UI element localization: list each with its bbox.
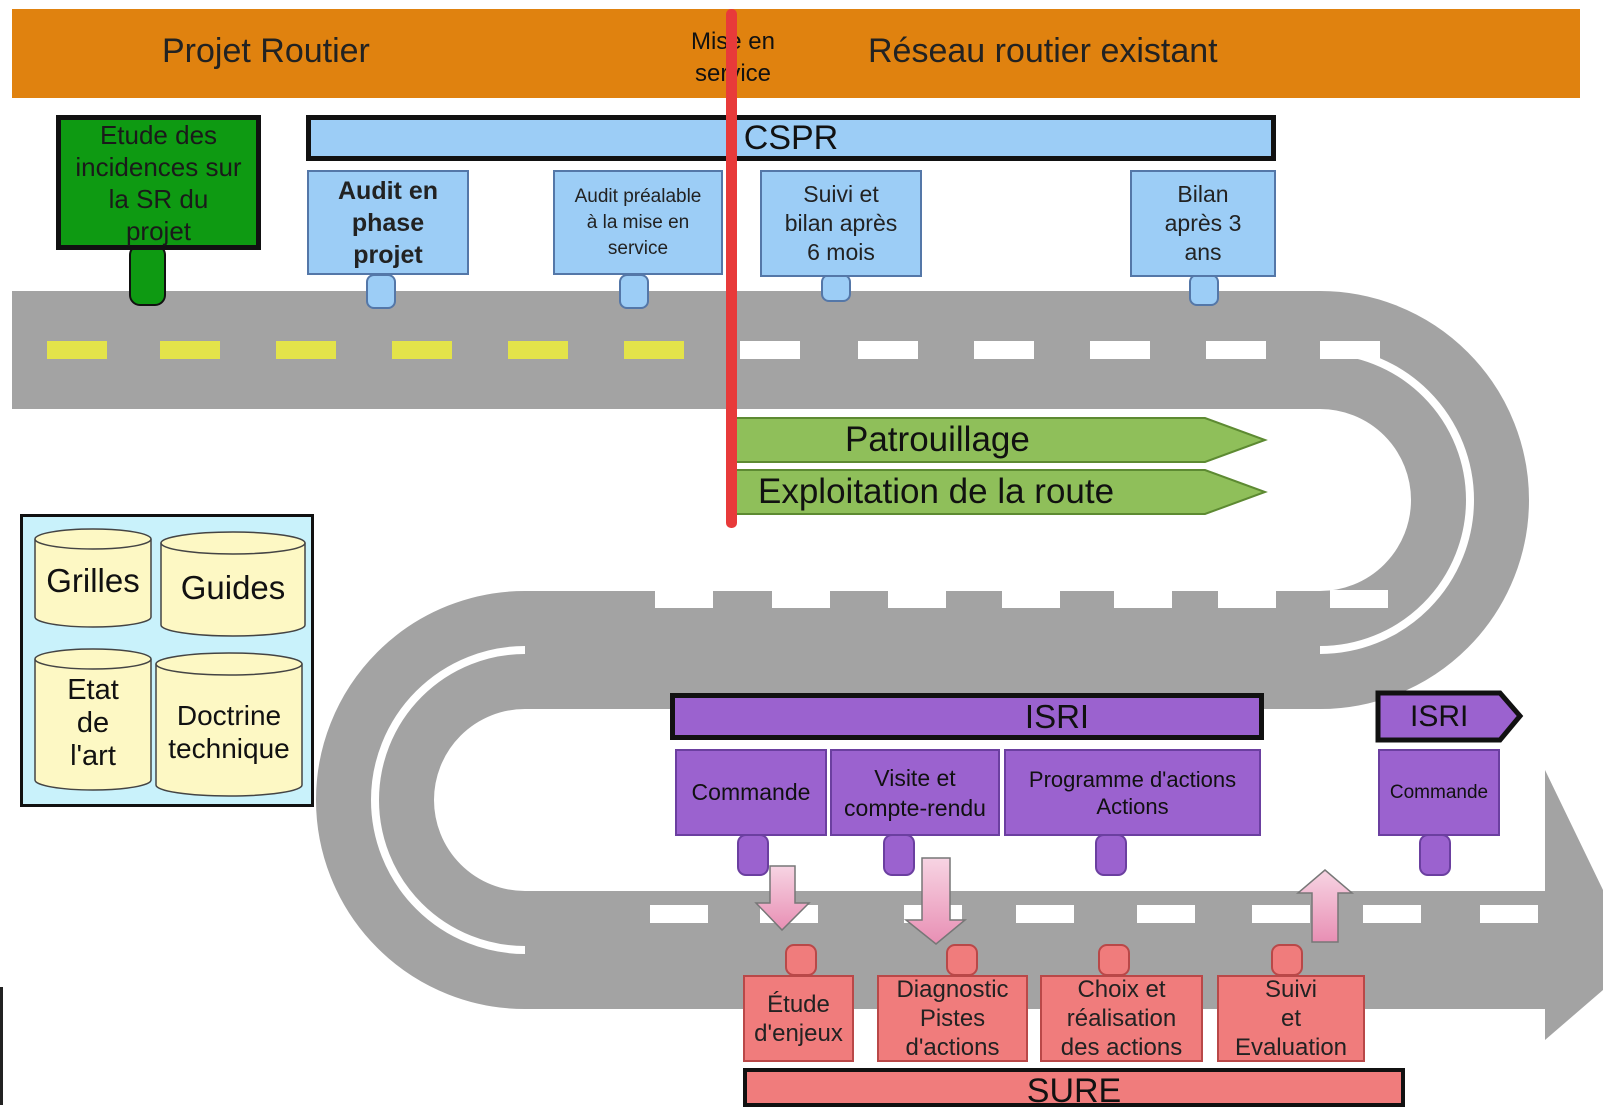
pink-arrow-up bbox=[1295, 869, 1355, 943]
sure-stage-1: Étude d'enjeux bbox=[743, 975, 854, 1062]
lane-dash-existing-0 bbox=[740, 341, 800, 359]
pink-pin-2 bbox=[946, 944, 978, 976]
sure-stage-3: Choix et réalisation des actions bbox=[1040, 975, 1203, 1062]
road-curve-stripe bbox=[1319, 346, 1474, 654]
isri-second-stage: Commande bbox=[1378, 749, 1500, 836]
pink-arrow-down-2 bbox=[903, 857, 968, 945]
isri-second-arrow bbox=[1375, 690, 1524, 743]
lane-dash-project-5 bbox=[624, 341, 684, 359]
legend-grilles: Grilles bbox=[46, 562, 140, 599]
purple-pin-4 bbox=[1419, 834, 1451, 876]
isri-second-label: ISRI bbox=[1410, 700, 1469, 733]
header-band bbox=[12, 9, 1580, 98]
blue-pin-4 bbox=[1189, 274, 1219, 306]
cspr-stage-1: Audit en phase projet bbox=[307, 170, 469, 275]
cylinder-doctrine bbox=[155, 664, 303, 797]
lane-dash-existing-1 bbox=[858, 341, 918, 359]
lane-dash-existing-3 bbox=[1090, 341, 1150, 359]
milestone-line bbox=[726, 9, 737, 528]
isri-stage-3: Programme d'actions Actions bbox=[1004, 749, 1261, 836]
legend-doctrine: Doctrine technique bbox=[168, 700, 290, 764]
cspr-stage-4: Bilan après 3 ans bbox=[1130, 170, 1276, 277]
pink-pin-3 bbox=[1098, 944, 1130, 976]
lane-dash-project-4 bbox=[508, 341, 568, 359]
lane-dash-middle-6 bbox=[1330, 590, 1388, 608]
lane-dash-middle-1 bbox=[772, 590, 830, 608]
lane-dash-project-1 bbox=[160, 341, 220, 359]
lane-dash-project-2 bbox=[276, 341, 336, 359]
lane-dash-middle-2 bbox=[888, 590, 946, 608]
cylinder-etat-de-lart bbox=[34, 659, 152, 791]
sure-stage-4: Suivi et Evaluation bbox=[1217, 975, 1365, 1062]
header-right-label: Réseau routier existant bbox=[868, 32, 1218, 70]
cspr-stage-2: Audit préalable à la mise en service bbox=[553, 170, 723, 275]
green-pin bbox=[129, 244, 166, 306]
header-left-label: Projet Routier bbox=[162, 32, 370, 70]
lane-dash-bottom-3 bbox=[1016, 905, 1074, 923]
cylinder-grilles bbox=[34, 539, 152, 628]
lane-dash-project-3 bbox=[392, 341, 452, 359]
sure-bar: SURE bbox=[743, 1068, 1405, 1110]
pink-pin-4 bbox=[1271, 944, 1303, 976]
purple-pin-2 bbox=[883, 834, 915, 876]
cspr-bar: CSPR bbox=[306, 115, 1276, 161]
cspr-stage-3: Suivi et bilan après 6 mois bbox=[760, 170, 922, 277]
legend-cylinders bbox=[34, 528, 306, 797]
patrouillage-label: Patrouillage bbox=[845, 420, 1030, 459]
lane-dash-middle-3 bbox=[1002, 590, 1060, 608]
legend-etat-de-lart: Etat de l'art bbox=[67, 674, 119, 772]
sure-stage-2: Diagnostic Pistes d'actions bbox=[877, 975, 1028, 1062]
lane-dash-bottom-6 bbox=[1363, 905, 1421, 923]
blue-pin-2 bbox=[619, 274, 649, 309]
pink-arrow-down-1 bbox=[754, 865, 811, 932]
blue-pin-3 bbox=[821, 274, 851, 302]
isri-bar: ISRI bbox=[670, 693, 1264, 740]
pink-pin-1 bbox=[785, 944, 817, 976]
lane-dash-bottom-7 bbox=[1480, 905, 1538, 923]
road-curve-stripe-2 bbox=[371, 646, 526, 954]
lane-dash-middle-0 bbox=[655, 590, 713, 608]
cylinder-guides bbox=[160, 543, 306, 637]
lane-dash-existing-5 bbox=[1320, 341, 1380, 359]
lane-dash-existing-4 bbox=[1206, 341, 1266, 359]
green-study-box: Etude des incidences sur la SR du projet bbox=[56, 115, 261, 250]
lane-dash-bottom-0 bbox=[650, 905, 708, 923]
isri-stage-1: Commande bbox=[675, 749, 827, 836]
lane-dash-project-0 bbox=[47, 341, 107, 359]
blue-pin-1 bbox=[366, 274, 396, 309]
lane-dash-bottom-4 bbox=[1137, 905, 1195, 923]
legend-guides: Guides bbox=[180, 569, 286, 606]
legend-panel: Grilles Guides Etat de l'art Doctrine te… bbox=[20, 514, 314, 807]
lane-dash-existing-2 bbox=[974, 341, 1034, 359]
purple-pin-3 bbox=[1095, 834, 1127, 876]
left-edge-mark bbox=[0, 987, 3, 1105]
lane-dash-middle-4 bbox=[1114, 590, 1172, 608]
exploitation-label: Exploitation de la route bbox=[758, 472, 1115, 511]
lane-dash-middle-5 bbox=[1218, 590, 1276, 608]
purple-pin-1 bbox=[737, 834, 769, 876]
isri-stage-2: Visite et compte-rendu bbox=[830, 749, 1000, 836]
lane-dash-bottom-5 bbox=[1252, 905, 1310, 923]
road-arrow-tip bbox=[1545, 770, 1603, 1040]
